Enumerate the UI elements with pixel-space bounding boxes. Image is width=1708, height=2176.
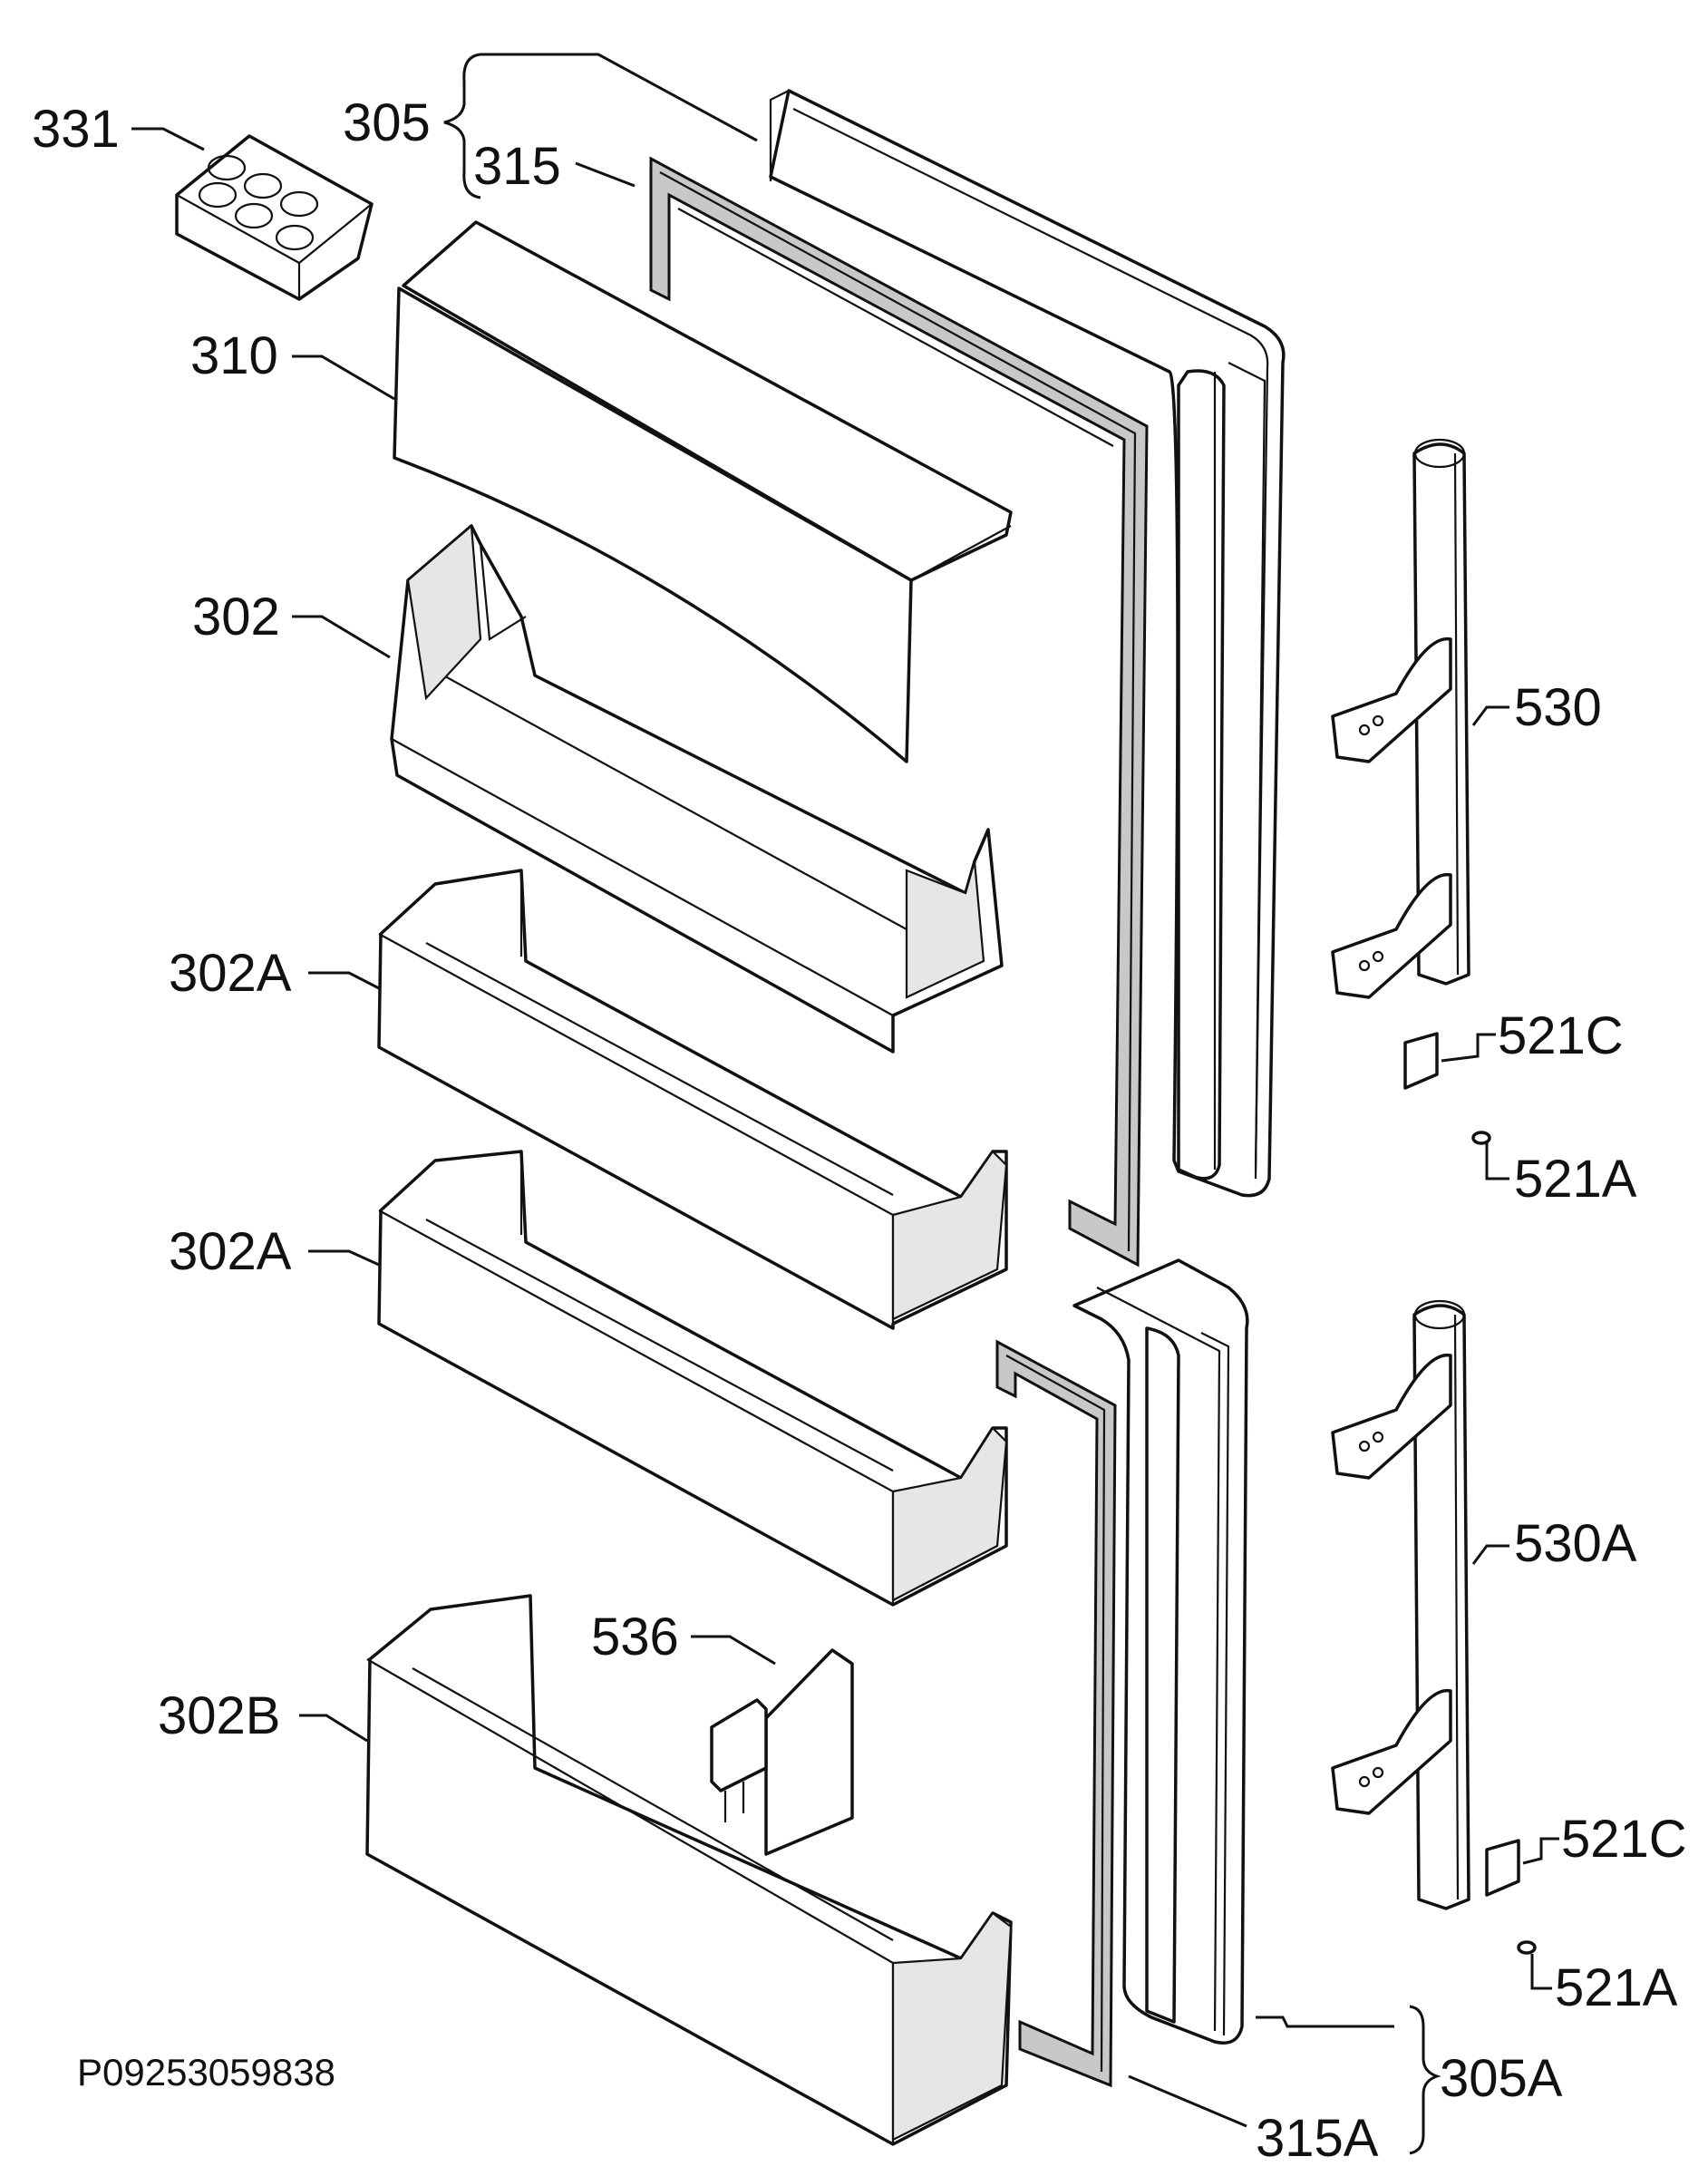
divider-536 [710, 1648, 854, 1856]
label-315a: 315A [1256, 2109, 1379, 2168]
screw-521a-1 [1471, 1131, 1491, 1145]
screw-521a-2 [1517, 1940, 1537, 1955]
lower-door-305a [1072, 1258, 1249, 2045]
label-331: 331 [32, 100, 120, 159]
label-310: 310 [190, 326, 278, 385]
upper-gasket-315 [649, 156, 1149, 1268]
door-shelf-302a-1 [377, 869, 1008, 1330]
label-302a-1: 302A [169, 944, 292, 1003]
dairy-flap-310 [393, 220, 1013, 763]
label-302: 302 [192, 588, 280, 646]
door-shelf-302 [390, 523, 1004, 1054]
leader-lines [131, 53, 1559, 2155]
label-521a-1: 521A [1514, 1150, 1637, 1209]
door-shelf-302a-2 [377, 1150, 1008, 1607]
label-302a-2: 302A [169, 1222, 292, 1281]
label-521c-2: 521C [1561, 1810, 1687, 1869]
label-521c-1: 521C [1498, 1006, 1624, 1065]
handle-530a [1331, 1299, 1470, 1910]
label-305a: 305A [1440, 2049, 1563, 2108]
pad-521c-1 [1403, 1032, 1439, 1090]
label-530: 530 [1514, 678, 1602, 737]
drawing-number: P09253059838 [77, 2051, 335, 2093]
pad-521c-2 [1485, 1839, 1520, 1897]
egg-tray-331 [175, 134, 374, 301]
upper-door-305 [769, 89, 1286, 1198]
label-536: 536 [591, 1608, 679, 1666]
lower-gasket-315a [995, 1339, 1117, 2088]
label-302b: 302B [158, 1686, 280, 1745]
handle-530 [1331, 438, 1470, 999]
label-521a-2: 521A [1555, 1958, 1678, 2017]
door-shelf-302b [365, 1594, 1013, 2146]
label-305: 305 [343, 93, 431, 152]
label-315: 315 [473, 137, 561, 196]
label-530a: 530A [1514, 1514, 1637, 1573]
